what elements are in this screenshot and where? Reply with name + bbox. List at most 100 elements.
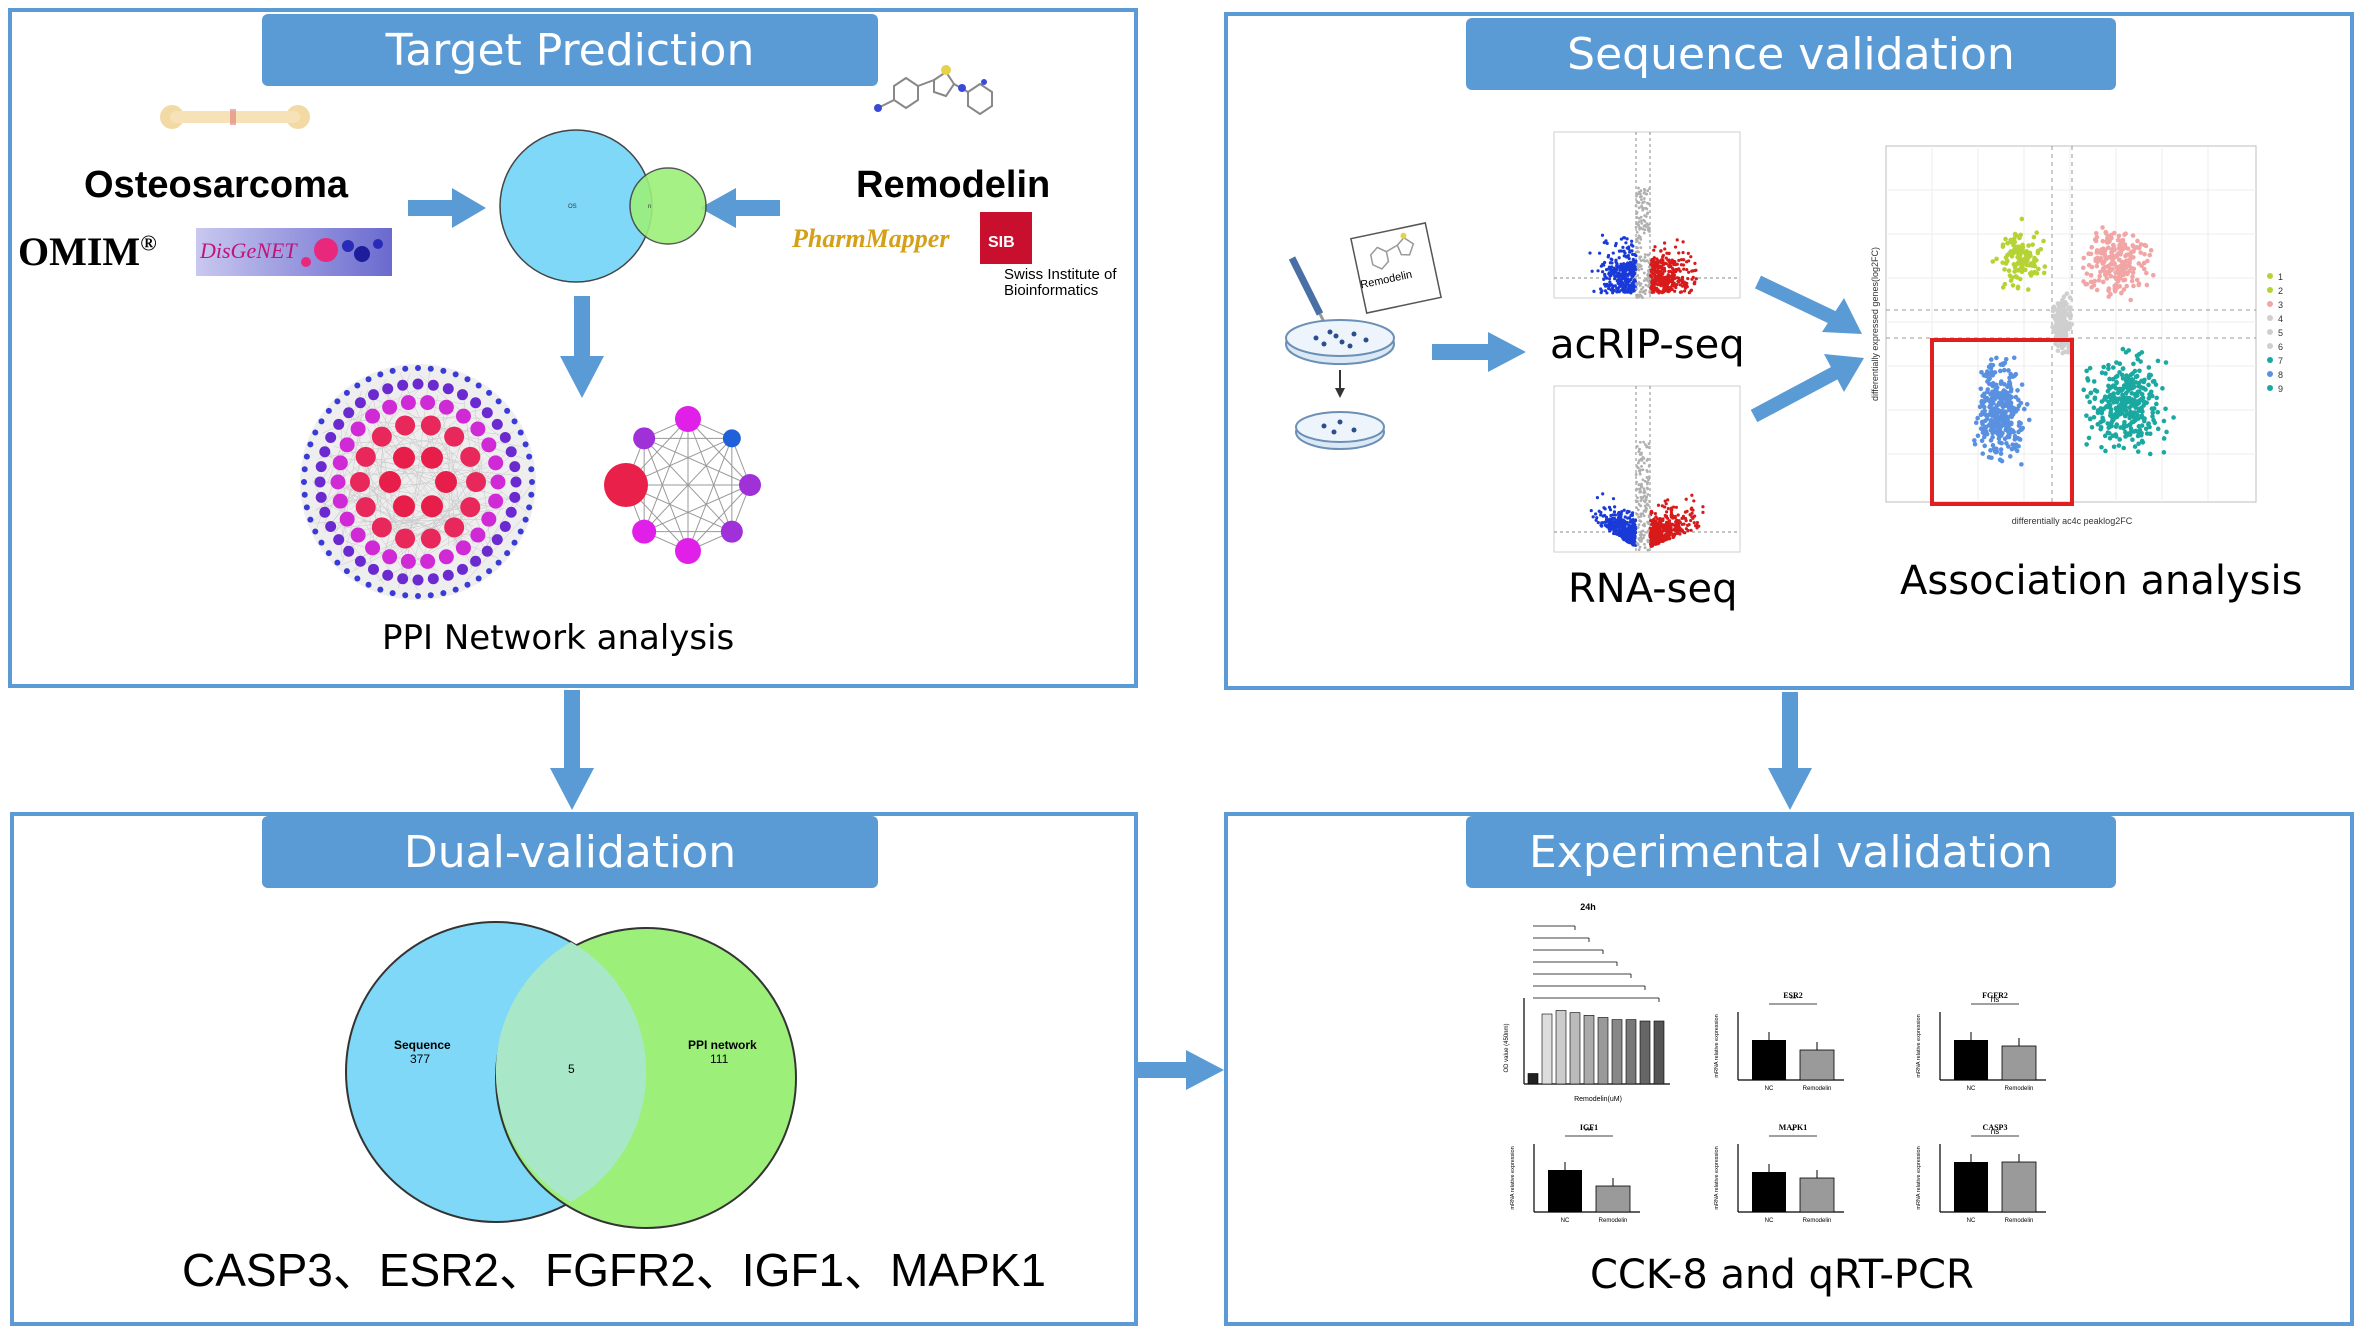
volcano-point: [1642, 461, 1646, 465]
assoc-point: [2016, 397, 2021, 403]
ppi-node: [490, 474, 506, 490]
assoc-point: [2084, 368, 2089, 374]
volcano-point: [1624, 241, 1628, 245]
volcano-point: [1634, 488, 1638, 492]
assoc-point: [2103, 229, 2109, 235]
assoc-point: [2003, 410, 2008, 416]
ppi-node: [402, 365, 409, 372]
volcano-point: [1666, 523, 1670, 527]
ppi-node: [442, 569, 454, 581]
sib-logo: [980, 212, 1032, 264]
cell-dish-icon: [1285, 256, 1395, 450]
assoc-point: [2123, 350, 2129, 355]
volcano-point: [1634, 254, 1638, 258]
ppi-node: [350, 527, 366, 543]
volcano-point: [1639, 468, 1642, 472]
assoc-point: [2061, 294, 2067, 300]
volcano-point: [1636, 508, 1640, 512]
assoc-point: [2095, 410, 2101, 415]
ppi-node: [522, 516, 529, 523]
volcano-point: [1634, 473, 1638, 476]
hub-node: [739, 474, 761, 496]
hub-edge: [643, 438, 689, 552]
assoc-legend-label: 7: [2278, 356, 2283, 366]
volcano-point: [1589, 509, 1593, 513]
volcano-point: [1638, 488, 1642, 492]
venn-right-count: 111: [710, 1052, 729, 1066]
ppi-node: [303, 453, 310, 460]
ppi-node: [456, 389, 468, 401]
assoc-point: [2147, 451, 2153, 457]
volcano-point: [1641, 208, 1645, 212]
volcano-point: [1677, 251, 1681, 255]
volcano-point: [1671, 268, 1676, 272]
assoc-point: [2023, 267, 2028, 273]
assoc-point: [2119, 372, 2125, 378]
volcano-point: [1638, 440, 1642, 444]
assoc-point: [2131, 283, 2136, 289]
assoc-point: [2069, 322, 2075, 327]
volcano-point: [1654, 535, 1658, 539]
volcano-point: [1618, 266, 1622, 270]
volcano-point: [1605, 518, 1609, 523]
assoc-point: [2121, 445, 2127, 451]
ppi-node: [517, 528, 524, 535]
volcano-point: [1640, 533, 1644, 536]
ppi-node: [415, 593, 421, 599]
experimental-validation-title: Experimental validation: [1466, 816, 2116, 888]
assoc-point: [2063, 331, 2069, 337]
cck8-bar: [1569, 1012, 1581, 1085]
assoc-point: [2124, 411, 2130, 417]
volcano-point: [1597, 251, 1602, 255]
volcano-point: [1685, 260, 1689, 264]
assoc-point: [2147, 431, 2153, 437]
volcano-point: [1690, 506, 1694, 510]
volcano-point: [1641, 456, 1645, 459]
assoc-legend-label: 6: [2278, 342, 2283, 352]
qpcr-x-label-nc: NC: [1765, 1086, 1774, 1092]
volcano-point: [1666, 506, 1670, 511]
volcano-point: [1611, 527, 1615, 531]
volcano-point: [1655, 521, 1659, 525]
assoc-point: [2123, 258, 2129, 264]
volcano-point: [1656, 503, 1661, 507]
volcano-point: [1673, 289, 1677, 293]
volcano-point: [1636, 526, 1640, 529]
volcano-point: [1642, 224, 1646, 228]
assoc-point: [2061, 310, 2067, 316]
ppi-node: [377, 586, 384, 593]
volcano-point: [1649, 543, 1653, 547]
volcano-point: [1667, 258, 1671, 262]
volcano-point: [1663, 279, 1667, 283]
assoc-point: [2092, 387, 2098, 393]
ppi-node: [522, 441, 529, 448]
assoc-point: [2006, 381, 2012, 387]
volcano-point: [1642, 191, 1646, 195]
volcano-point: [1627, 510, 1631, 514]
assoc-point: [2000, 362, 2006, 368]
assoc-point: [1979, 438, 1985, 444]
assoc-point: [1994, 256, 1999, 262]
volcano-point: [1690, 493, 1694, 497]
volcano-point: [1632, 520, 1636, 525]
disgenet-logo: DisGeNET: [196, 228, 392, 276]
assoc-point: [2136, 408, 2142, 414]
assoc-point: [2111, 230, 2117, 236]
assoc-point: [2130, 274, 2135, 280]
assoc-point: [2106, 362, 2111, 368]
assoc-point: [1988, 408, 1994, 414]
volcano-point: [1673, 284, 1677, 288]
volcano-point: [1603, 507, 1607, 511]
volcano-point: [1635, 263, 1639, 267]
assoc-legend-swatch: [2267, 357, 2273, 363]
ppi-node: [499, 432, 511, 444]
ppi-node: [495, 559, 502, 566]
volcano-point: [1653, 280, 1657, 284]
volcano-point: [1637, 201, 1641, 204]
volcano-point: [1614, 523, 1618, 527]
ppi-node: [455, 540, 471, 556]
hub-edge: [687, 418, 733, 532]
assoc-point: [2144, 270, 2149, 276]
